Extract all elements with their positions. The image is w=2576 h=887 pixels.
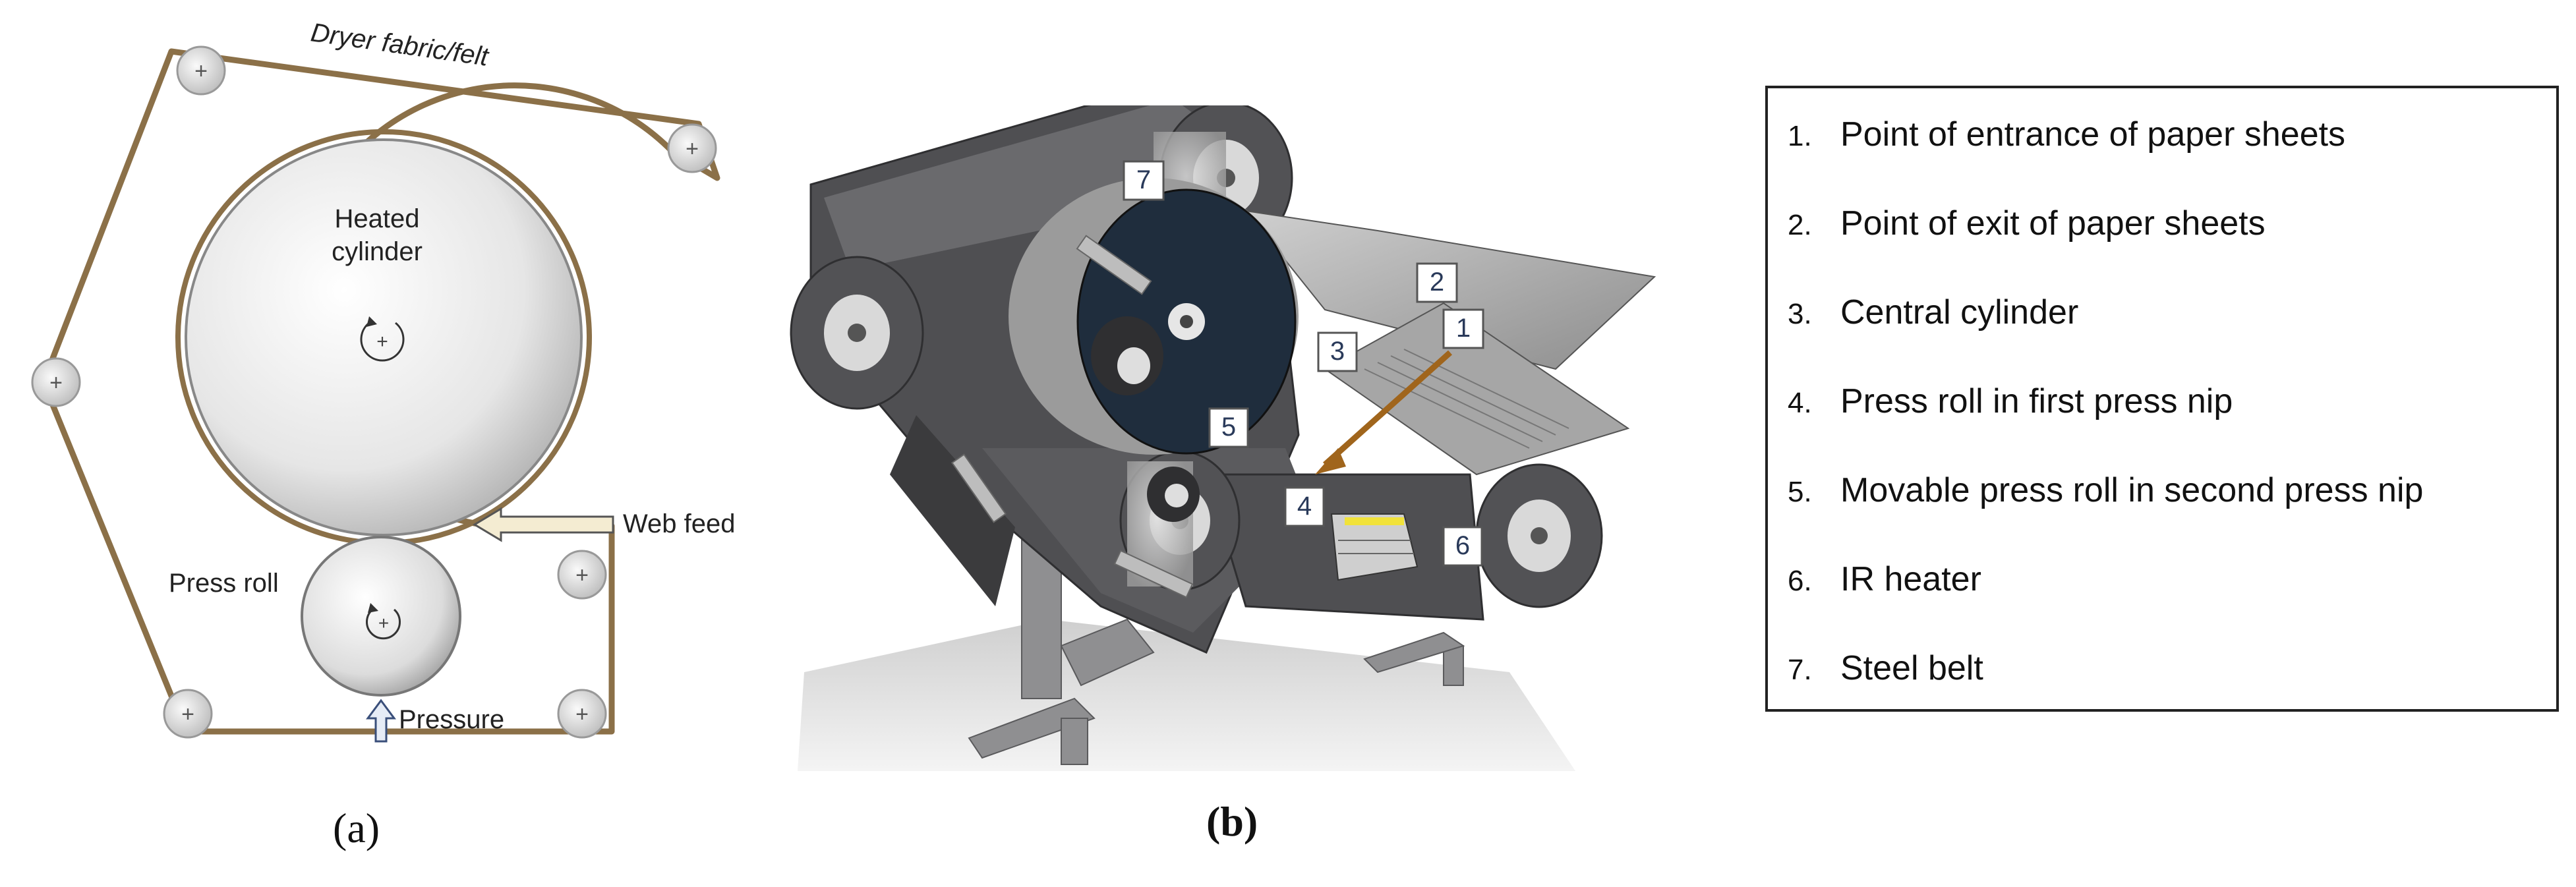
press-roll-label: Press roll (169, 569, 279, 598)
ir-heater (1330, 513, 1419, 581)
callout-6: 6 (1442, 526, 1483, 567)
entrance-arrow-icon (1322, 350, 1453, 467)
press-roll-first-nip (1147, 467, 1200, 522)
svg-text:+: + (575, 563, 589, 588)
legend-number: 5. (1788, 476, 1812, 508)
panel-b-machine-render: 1 2 3 4 5 6 7 (784, 78, 1720, 784)
svg-text:7: 7 (1136, 165, 1151, 194)
svg-text:+: + (181, 702, 194, 727)
support-legs (968, 527, 1465, 765)
legend-text: Point of exit of paper sheets (1840, 204, 2266, 243)
rotation-arrow-icon: + (360, 316, 405, 362)
caption-b: (b) (1206, 798, 1258, 845)
legend-item-3: 3. Central cylinder (1788, 293, 2078, 332)
callout-5: 5 (1208, 407, 1249, 448)
svg-text:4: 4 (1297, 492, 1312, 521)
legend-text: Central cylinder (1840, 293, 2079, 331)
web-feed-label: Web feed (623, 509, 736, 538)
svg-text:+: + (378, 613, 389, 633)
legend-item-4: 4. Press roll in first press nip (1788, 382, 2233, 421)
dryer-schematic: Heated cylinder + + Press roll + + + + +… (31, 18, 736, 743)
press-roll-rotation-icon: + (366, 603, 401, 640)
legend-box: 1. Point of entrance of paper sheets 2. Po… (1765, 86, 2559, 712)
legend-text: Point of entrance of paper sheets (1840, 115, 2346, 154)
central-cylinder (1009, 178, 1299, 455)
svg-text:6: 6 (1455, 531, 1470, 560)
web-feed-arrow-icon (473, 507, 614, 542)
legend-number: 7. (1788, 654, 1812, 686)
svg-text:5: 5 (1221, 413, 1236, 442)
legend-number: 1. (1788, 120, 1812, 152)
svg-text:+: + (49, 370, 63, 395)
legend-text: Press roll in first press nip (1840, 382, 2233, 420)
svg-text:1: 1 (1456, 314, 1471, 343)
press-roll (301, 536, 461, 697)
legend-text: IR heater (1840, 560, 1981, 598)
dryer-fabric-label: Dryer fabric/felt (309, 18, 492, 72)
legend-item-1: 1. Point of entrance of paper sheets (1788, 115, 2345, 154)
svg-text:+: + (194, 59, 208, 84)
movable-press-roll (1091, 316, 1163, 395)
entrance-tray (1324, 302, 1630, 476)
pressure-arrow-icon (366, 699, 396, 743)
legend-number: 6. (1788, 565, 1812, 597)
legend-item-2: 2. Point of exit of paper sheets (1788, 204, 2266, 243)
caption-a: (a) (333, 805, 380, 851)
legend-text: Steel belt (1840, 649, 1983, 687)
svg-text:+: + (575, 702, 589, 727)
callout-3: 3 (1317, 331, 1358, 372)
heated-label-1: Heated (335, 204, 420, 233)
machine-render: 1 2 3 4 5 6 7 (790, 78, 1656, 771)
legend-number: 2. (1788, 209, 1812, 241)
guide-rolls: + + + + + + (31, 45, 717, 739)
svg-text:2: 2 (1430, 268, 1444, 297)
legend-item-7: 7. Steel belt (1788, 648, 1983, 688)
panel-a-diagram: Heated cylinder + + Press roll + + + + +… (0, 0, 791, 884)
heated-label-2: cylinder (332, 237, 423, 266)
callout-1: 1 (1442, 308, 1484, 349)
svg-text:+: + (686, 136, 699, 161)
svg-text:3: 3 (1330, 337, 1345, 366)
callout-7: 7 (1123, 160, 1165, 201)
heated-cylinder (185, 138, 583, 536)
svg-text:+: + (376, 331, 388, 353)
legend-text: Movable press roll in second press nip (1840, 471, 2424, 509)
legend-number: 3. (1788, 298, 1812, 330)
legend-item-5: 5. Movable press roll in second press nip (1788, 471, 2423, 510)
pressure-label: Pressure (399, 705, 504, 734)
legend-number: 4. (1788, 387, 1812, 419)
callout-4: 4 (1284, 486, 1325, 527)
legend-item-6: 6. IR heater (1788, 559, 1981, 599)
callout-2: 2 (1416, 262, 1458, 303)
